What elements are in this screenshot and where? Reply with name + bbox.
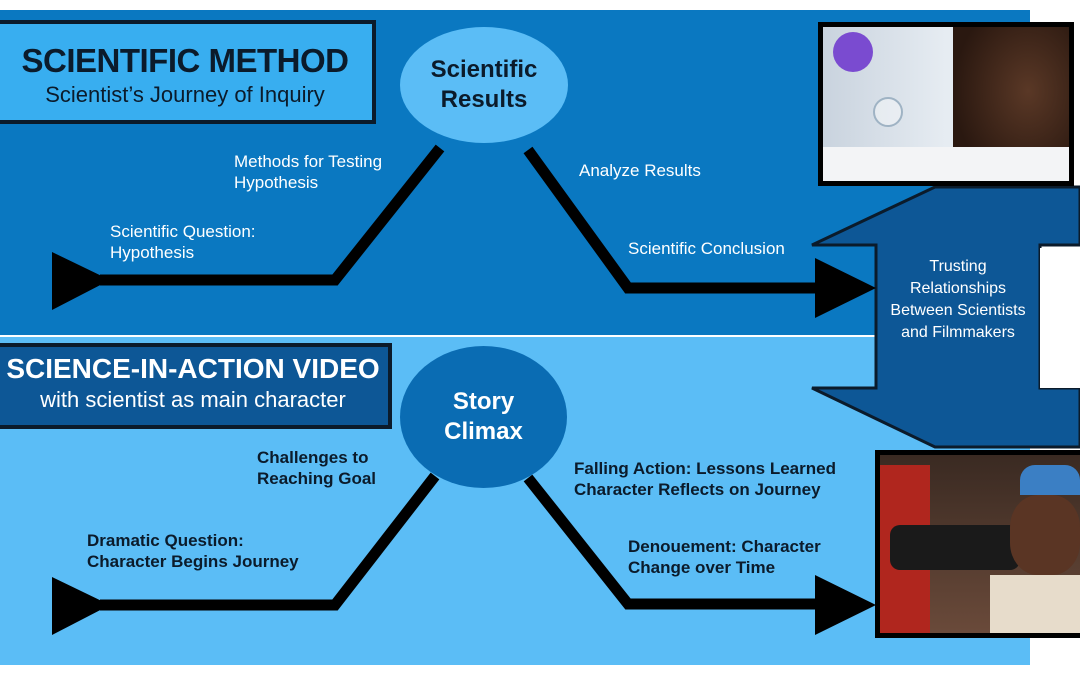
connector-text: Trusting Relationships Between Scientist…: [890, 258, 1026, 341]
label-rise: Challenges to Reaching Goal: [257, 448, 377, 488]
bottom-arrowhead: [815, 575, 876, 635]
label-end: Scientific Conclusion: [628, 239, 785, 258]
title: SCIENTIFIC METHOD: [21, 42, 350, 79]
label-fall: Analyze Results: [579, 161, 701, 180]
label-rise: Methods for Testing Hypothesis: [234, 152, 383, 192]
peak-label: Scientific Results: [430, 56, 538, 113]
right-white-box: [1040, 248, 1080, 388]
bottom-journey-line: [100, 472, 825, 611]
subtitle: Scientist’s Journey of Inquiry: [45, 82, 325, 107]
story-climax-circle: Story Climax: [400, 346, 567, 488]
science-video-title-box: SCIENCE-IN-ACTION VIDEO with scientist a…: [0, 343, 392, 429]
label-start: Dramatic Question: Character Begins Jour…: [87, 531, 299, 571]
subtitle: with scientist as main character: [40, 387, 346, 412]
scientific-results-circle: Scientific Results: [400, 27, 568, 143]
top-tail-triangle: [52, 252, 110, 310]
double-arrow: [811, 185, 1080, 449]
filmmaker-photo: [875, 450, 1080, 638]
title: SCIENCE-IN-ACTION VIDEO: [6, 353, 380, 384]
peak-label: Story Climax: [444, 388, 523, 445]
scientific-method-title-box: SCIENTIFIC METHOD Scientist’s Journey of…: [0, 20, 376, 124]
bottom-tail-triangle: [52, 577, 110, 635]
scientist-photo: [818, 22, 1074, 186]
label-start: Scientific Question: Hypothesis: [110, 222, 256, 262]
top-journey-line: [100, 144, 825, 294]
top-arrowhead: [815, 258, 876, 318]
label-fall: Falling Action: Lessons Learned Characte…: [574, 459, 836, 499]
label-end: Denouement: Character Change over Time: [628, 537, 821, 577]
